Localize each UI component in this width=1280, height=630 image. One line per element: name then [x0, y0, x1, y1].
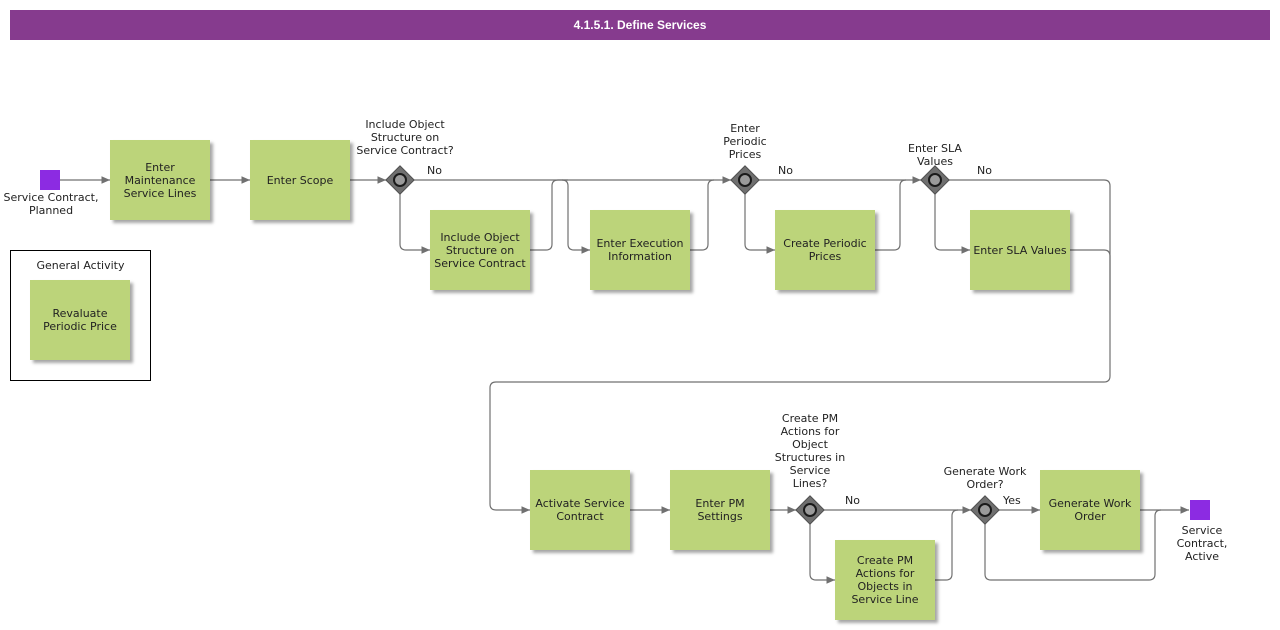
gateway-generate-work-order[interactable] — [970, 495, 1000, 525]
gateway-include-object-label: Include Object Structure on Service Cont… — [356, 118, 454, 157]
gateway-pm-actions-label: Create PM Actions for Object Structures … — [774, 412, 846, 490]
flow-g3-to-sla — [934, 194, 970, 254]
flow-pm-actions-to-g5 — [935, 509, 959, 581]
flow-label-no-g4: No — [845, 494, 860, 507]
flow-g4-to-pm-actions — [809, 524, 835, 584]
activity-revaluate-periodic-price[interactable]: Revaluate Periodic Price — [30, 280, 130, 360]
flow-g5-bypass — [984, 509, 1162, 581]
end-event[interactable] — [1190, 500, 1210, 520]
gateway-sla-values[interactable] — [920, 165, 950, 195]
flow-execution-to-g2 — [690, 179, 715, 251]
flow-label-yes-g5: Yes — [1003, 494, 1021, 507]
activity-enter-maintenance-service-lines[interactable]: Enter Maintenance Service Lines — [110, 140, 210, 220]
flow-merge-to-execution — [561, 179, 590, 254]
start-event[interactable] — [40, 170, 60, 190]
activity-generate-work-order[interactable]: Generate Work Order — [1040, 470, 1140, 550]
end-event-label: Service Contract, Active — [1176, 524, 1228, 563]
gateway-include-object[interactable] — [385, 165, 415, 195]
gateway-sla-values-label: Enter SLA Values — [908, 142, 962, 168]
flow-g1-to-include — [399, 194, 430, 254]
activity-create-pm-actions[interactable]: Create PM Actions for Objects in Service… — [835, 540, 935, 620]
flow-periodic-to-g3 — [875, 179, 907, 251]
flow-label-no-g3: No — [977, 164, 992, 177]
activity-enter-execution-information[interactable]: Enter Execution Information — [590, 210, 690, 290]
flow-label-no-g1: No — [427, 164, 442, 177]
flow-sla-to-right — [1070, 249, 1111, 300]
gateway-periodic-prices[interactable] — [730, 165, 760, 195]
flow-label-no-g2: No — [778, 164, 793, 177]
gateway-generate-work-order-label: Generate Work Order? — [943, 465, 1027, 491]
flow-g2-to-periodic — [744, 194, 775, 254]
general-activity-title: General Activity — [36, 259, 125, 272]
activity-enter-pm-settings[interactable]: Enter PM Settings — [670, 470, 770, 550]
gateway-pm-actions[interactable] — [795, 495, 825, 525]
activity-enter-sla-values[interactable]: Enter SLA Values — [970, 210, 1070, 290]
flow-g3-no-to-right — [489, 179, 1111, 514]
activity-include-object-structure[interactable]: Include Object Structure on Service Cont… — [430, 210, 530, 290]
activity-enter-scope[interactable]: Enter Scope — [250, 140, 350, 220]
gateway-periodic-prices-label: Enter Periodic Prices — [723, 122, 767, 161]
flow-include-to-merge — [530, 179, 568, 251]
diagram-title: 4.1.5.1. Define Services — [10, 10, 1270, 40]
start-event-label: Service Contract, Planned — [3, 191, 99, 217]
activity-activate-service-contract[interactable]: Activate Service Contract — [530, 470, 630, 550]
activity-create-periodic-prices[interactable]: Create Periodic Prices — [775, 210, 875, 290]
